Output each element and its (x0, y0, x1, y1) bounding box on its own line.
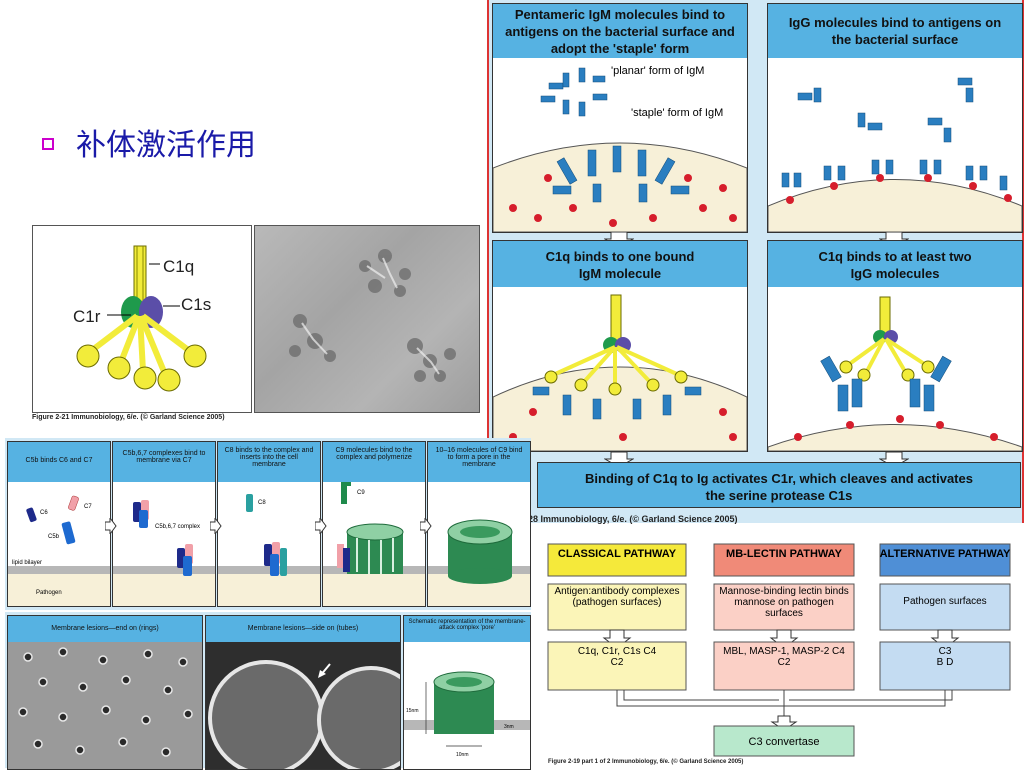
svg-text:15nm: 15nm (406, 708, 419, 714)
arrow-pointer-icon (318, 670, 326, 678)
mac-panel-1: C5b binds C6 and C7 C6 C7 C5b lipid bila… (7, 441, 111, 607)
svg-text:Pathogen: Pathogen (36, 590, 62, 596)
alternative-header (879, 543, 1011, 577)
c1q-igm-svg (493, 294, 747, 451)
c1s-label: C1s (181, 295, 211, 314)
right-arrow-icon (420, 518, 432, 534)
lectin-header (713, 543, 855, 577)
svg-text:lipid bilayer: lipid bilayer (12, 560, 42, 566)
mac-formation-figure: C5b binds C6 and C7 C6 C7 C5b lipid bila… (5, 438, 531, 610)
pore-schematic-panel: Schematic representation of the membrane… (403, 615, 531, 770)
igm-panel-svg: 'planar' form of IgM 'staple' form of Ig… (493, 65, 747, 232)
c1r-label: C1r (73, 307, 101, 326)
mac-panel-2: C5b,6,7 complexes bind to membrane via C… (112, 441, 216, 607)
c1q-igm-header: C1q binds to one bound IgM molecule (493, 241, 747, 287)
c1q-label: C1q (163, 257, 194, 276)
classical-trigger: Antigen:antibody complexes (pathogen sur… (554, 586, 680, 608)
svg-text:10nm: 10nm (456, 752, 469, 758)
lesions-figure: Membrane lesions—end on (rings) Membrane… (5, 612, 531, 770)
right-arrow-icon (315, 518, 327, 534)
svg-text:C7: C7 (84, 504, 92, 510)
c1-activation-footer: Binding of C1q to Ig activates C1r, whic… (537, 462, 1021, 508)
svg-text:C9: C9 (357, 490, 365, 496)
antigen-dots (509, 174, 737, 227)
mac-panel-4: C9 molecules bind to the complex and pol… (322, 441, 426, 607)
classical-components: C1q, C1r, C1s C4 C2 (577, 646, 657, 668)
lectin-trigger: Mannose-binding lectin binds mannose on … (719, 586, 849, 619)
svg-text:C5b,6,7 complex: C5b,6,7 complex (155, 524, 200, 530)
c1-figure-caption: Figure 2-21 Immunobiology, 6/e. (© Garla… (32, 414, 225, 421)
mac-panel-3: C8 binds to the complex and inserts into… (217, 441, 321, 607)
staple-form-label: 'staple' form of IgM (631, 107, 723, 119)
c1q-igm-panel: C1q binds to one bound IgM molecule (492, 240, 748, 452)
c3-convertase-label: C3 convertase (749, 736, 820, 748)
classical-header (547, 543, 687, 577)
igm-planar-form (540, 67, 608, 117)
slide-title: 补体激活作用 (76, 128, 256, 163)
right-arrow-icon (210, 518, 222, 534)
alternative-trigger: Pathogen surfaces (903, 596, 987, 607)
svg-text:C5b: C5b (48, 534, 60, 540)
lectin-title: MB-LECTIN PATHWAY (726, 548, 843, 560)
alternative-components: C3 B D (936, 646, 954, 668)
pathways-svg: CLASSICAL PATHWAY MB-LECTIN PATHWAY ALTE… (547, 543, 1011, 757)
c1q-igg-header: C1q binds to at least two IgG molecules (768, 241, 1022, 287)
planar-form-label: 'planar' form of IgM (611, 65, 704, 77)
igm-staple-form (552, 145, 690, 203)
igm-panel: Pentameric IgM molecules bind to antigen… (492, 3, 748, 233)
c3-convertase-box (713, 725, 855, 757)
c1-structure-figure: C1q C1r C1s (32, 225, 252, 413)
c1q-igg-svg (768, 296, 1022, 451)
lesions-tubes-panel: Membrane lesions—side on (tubes) (205, 615, 401, 770)
c1-electron-micrograph (254, 225, 480, 413)
igg-molecules (781, 77, 1008, 191)
igg-panel: IgG molecules bind to antigens on the ba… (767, 3, 1023, 233)
right-arrow-icon (105, 518, 117, 534)
mac-panel-5: 10–16 molecules of C9 bind to form a por… (427, 441, 531, 607)
c1q-heads (76, 313, 207, 392)
igm-panel-header: Pentameric IgM molecules bind to antigen… (493, 4, 747, 58)
pore-schematic-svg: 15nm 3nm 10nm (404, 671, 530, 758)
c1-structure-svg: C1q C1r C1s (73, 245, 211, 392)
c1q-igg-panel: C1q binds to at least two IgG molecules (767, 240, 1023, 452)
bullet-icon (42, 138, 54, 150)
igg-panel-svg (768, 77, 1022, 232)
classical-title: CLASSICAL PATHWAY (558, 548, 677, 560)
tubes-micrograph (206, 642, 400, 769)
igm-igg-figure: Pentameric IgM molecules bind to antigen… (487, 0, 1024, 523)
pathways-caption: Figure 2-19 part 1 of 2 Immunobiology, 6… (548, 759, 744, 765)
alternative-title: ALTERNATIVE PATHWAY (880, 548, 1011, 560)
svg-text:C6: C6 (40, 510, 48, 516)
svg-text:3nm: 3nm (504, 724, 514, 730)
complement-pathways-diagram: CLASSICAL PATHWAY MB-LECTIN PATHWAY ALTE… (534, 532, 1024, 768)
svg-text:C8: C8 (258, 500, 266, 506)
igg-panel-header: IgG molecules bind to antigens on the ba… (768, 4, 1022, 58)
top-right-caption: 28 Immunobiology, 6/e. (© Garland Scienc… (528, 514, 738, 524)
rings-micrograph (8, 642, 202, 769)
lectin-components: MBL, MASP-1, MASP-2 C4 C2 (723, 646, 845, 668)
antigen-dots (786, 174, 1012, 204)
lesions-rings-panel: Membrane lesions—end on (rings) (7, 615, 203, 770)
